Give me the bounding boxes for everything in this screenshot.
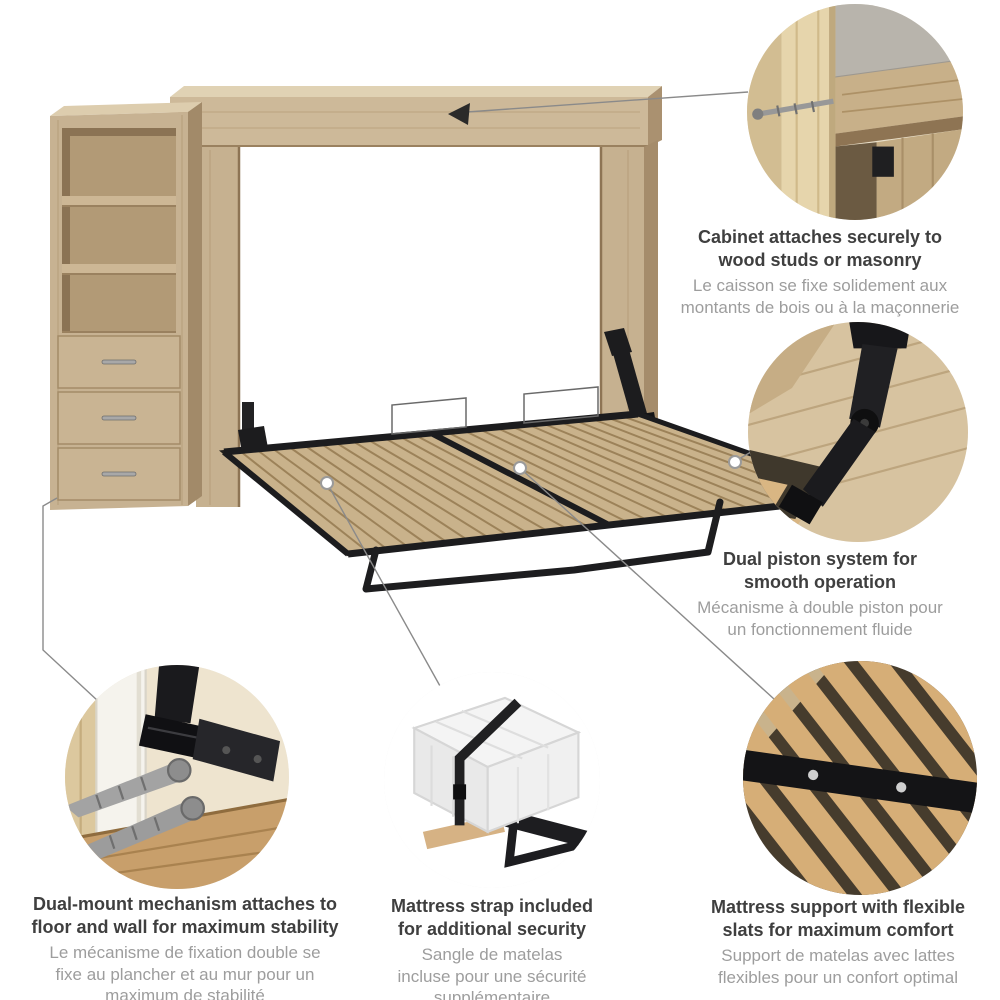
- drawer-handle: [101, 359, 137, 365]
- nail-detail: [752, 98, 834, 120]
- caption-slats-fr: Support de matelas avec lattes flexibles…: [717, 946, 959, 987]
- bracket-detail: [872, 146, 894, 177]
- caption-slats-en: Mattress support with flexible slats for…: [710, 897, 966, 940]
- tower-drawers: [57, 335, 181, 501]
- caption-strap: Mattress strap included for additional s…: [362, 895, 622, 1000]
- screws-detail: [65, 757, 205, 863]
- bed-leg-frame: [362, 498, 724, 593]
- strap-bracket-left: [391, 397, 467, 435]
- caption-cabinet-fr: Le caisson se fixe solidement aux montan…: [680, 276, 960, 317]
- mattress-detail: [411, 696, 582, 834]
- drawer-handle: [101, 415, 137, 421]
- caption-mount-en: Dual-mount mechanism attaches to floor a…: [31, 894, 339, 937]
- center-rail-detail: [743, 746, 977, 817]
- center-rail: [429, 430, 611, 528]
- left-hinge-bracket: [238, 402, 268, 452]
- caption-piston-fr: Mécanisme à double piston pour un foncti…: [697, 598, 943, 639]
- caption-cabinet: Cabinet attaches securely to wood studs …: [618, 226, 1000, 318]
- buckle-detail: [453, 784, 467, 800]
- drawer-handle: [101, 471, 137, 477]
- callout-cabinet-image: [747, 4, 963, 220]
- callout-strap-image: [384, 672, 600, 888]
- caption-strap-fr: Sangle de matelas incluse pour une sécur…: [397, 945, 587, 1000]
- connector-lines: [42, 91, 775, 702]
- caption-mount-fr: Le mécanisme de fixation double se fixe …: [49, 943, 321, 1000]
- callout-slats-image: [743, 661, 977, 895]
- storage-tower: [50, 102, 202, 510]
- callout-piston-image: [748, 322, 968, 542]
- caption-strap-en: Mattress strap included for additional s…: [390, 896, 594, 939]
- caption-cabinet-en: Cabinet attaches securely to wood studs …: [697, 227, 943, 270]
- strap-bracket-right: [523, 386, 599, 424]
- strap-detail: [454, 698, 522, 826]
- caption-piston: Dual piston system for smooth operation …: [650, 548, 990, 640]
- mount-bracket-detail: [138, 665, 281, 782]
- cabinet-header: [170, 86, 662, 147]
- caption-mount: Dual-mount mechanism attaches to floor a…: [5, 893, 365, 1000]
- caption-slats: Mattress support with flexible slats for…: [668, 896, 1000, 988]
- caption-piston-en: Dual piston system for smooth operation: [722, 549, 918, 592]
- callout-mount-image: [65, 665, 289, 889]
- arrow-icon: [448, 103, 470, 125]
- piston-detail: [778, 322, 911, 525]
- anchor-dots: [320, 455, 742, 490]
- cabinet-left-panel: [196, 147, 241, 507]
- slat-gaps: [239, 415, 851, 553]
